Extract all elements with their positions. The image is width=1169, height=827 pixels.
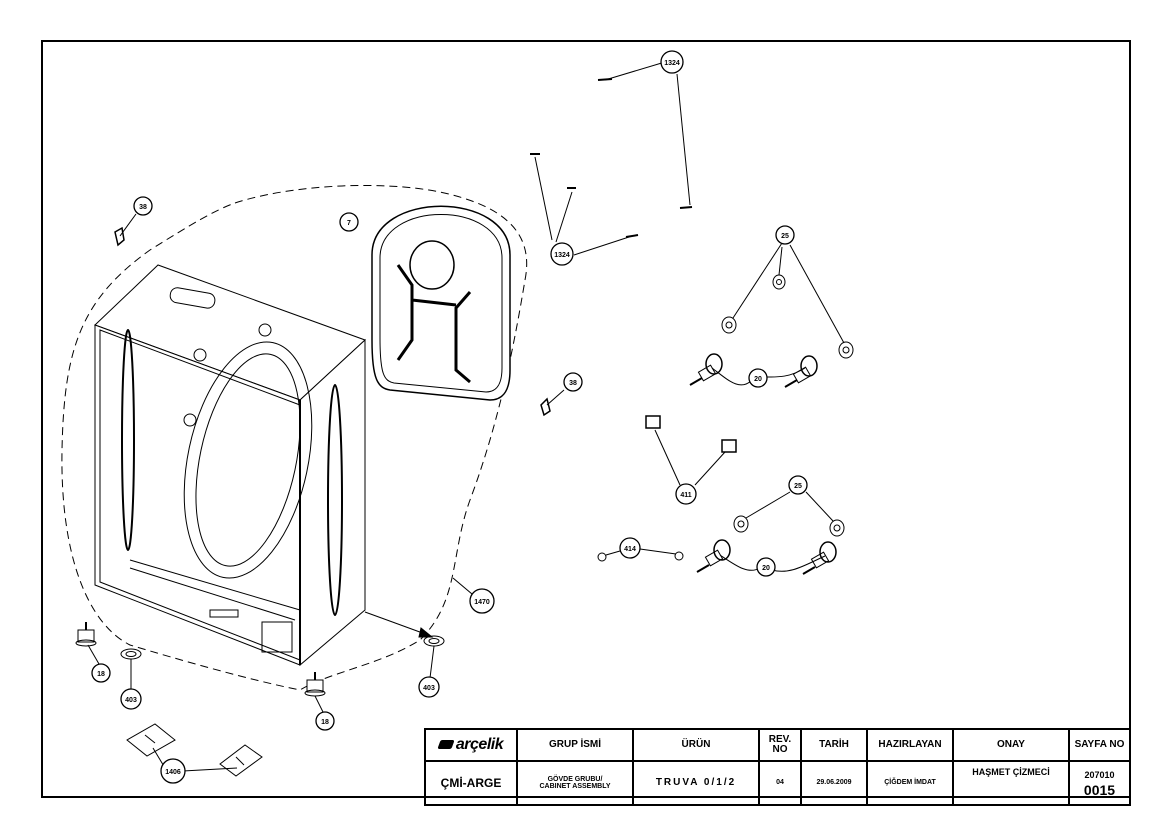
- feet-18: [75, 622, 326, 697]
- header-prepared-by: HAZIRLAYAN: [866, 728, 954, 762]
- caps-25-lower: [733, 515, 845, 537]
- callout-1406: 1406: [160, 758, 186, 784]
- product-value: TRUVA 0/1/2: [632, 760, 760, 806]
- title-block: arçelik GRUP İSMİ ÜRÜN REV.NO TARİH HAZI…: [424, 728, 1131, 806]
- svg-text:38: 38: [139, 204, 147, 211]
- caps-25-upper: [721, 274, 854, 359]
- clips-411: [645, 415, 737, 453]
- bracket-38-right: [540, 397, 551, 417]
- brand-logo: arçelik: [424, 728, 518, 762]
- svg-text:20: 20: [754, 376, 762, 383]
- callout-25-lower: 25: [788, 475, 808, 495]
- svg-text:18: 18: [321, 719, 329, 726]
- header-approval: ONAY: [952, 728, 1070, 762]
- department: ÇMİ-ARGE: [424, 760, 518, 806]
- header-product: ÜRÜN: [632, 728, 760, 762]
- callout-18-right: 18: [315, 711, 335, 731]
- callout-25-upper: 25: [775, 225, 795, 245]
- callout-403-left: 403: [120, 688, 142, 710]
- logo-mark-icon: [437, 739, 455, 749]
- bracket-38-left: [114, 226, 125, 247]
- group-name-value: GÖVDE GRUBU/CABINET ASSEMBLY: [516, 760, 634, 806]
- callout-38-left: 38: [133, 196, 153, 216]
- svg-text:7: 7: [347, 220, 351, 227]
- header-page-no: SAYFA NO: [1068, 728, 1131, 762]
- svg-text:403: 403: [125, 697, 137, 704]
- labels-1406: [126, 723, 263, 777]
- rear-panel: [371, 205, 511, 401]
- header-date: TARİH: [800, 728, 868, 762]
- dampers-20-upper: [689, 353, 818, 388]
- callout-1470: 1470: [469, 588, 495, 614]
- svg-text:20: 20: [762, 565, 770, 572]
- svg-text:414: 414: [624, 546, 636, 553]
- header-group-name: GRUP İSMİ: [516, 728, 634, 762]
- nuts-414: [597, 551, 684, 562]
- rev-value: 04: [758, 760, 802, 806]
- callout-20-lower: 20: [756, 557, 776, 577]
- cabinet-body: [94, 264, 366, 667]
- approval-value: HAŞMET ÇİZMECİ: [952, 760, 1070, 806]
- callout-403-right: 403: [418, 676, 440, 698]
- screws-1324: [530, 78, 693, 238]
- callout-18-left: 18: [91, 663, 111, 683]
- svg-text:411: 411: [680, 492, 691, 499]
- page-no-value: 207010 0015: [1068, 760, 1131, 806]
- date-value: 29.06.2009: [800, 760, 868, 806]
- svg-text:1324: 1324: [664, 60, 680, 67]
- svg-text:38: 38: [569, 380, 577, 387]
- svg-text:1324: 1324: [554, 252, 570, 259]
- header-rev: REV.NO: [758, 728, 802, 762]
- callout-38-right: 38: [563, 372, 583, 392]
- callout-414: 414: [619, 537, 641, 559]
- svg-text:403: 403: [423, 685, 435, 692]
- callout-20-upper: 20: [748, 368, 768, 388]
- prepared-by-value: ÇİĞDEM İMDAT: [866, 760, 954, 806]
- assembly-boundary: [61, 185, 528, 691]
- callout-7: 7: [339, 212, 359, 232]
- callout-1324-mid: 1324: [550, 242, 574, 266]
- svg-text:1470: 1470: [474, 599, 490, 606]
- svg-text:1406: 1406: [165, 769, 181, 776]
- svg-text:25: 25: [794, 483, 802, 490]
- svg-text:18: 18: [97, 671, 105, 678]
- callout-1324-top: 1324: [660, 50, 684, 74]
- callout-411: 411: [675, 483, 697, 505]
- svg-text:25: 25: [781, 233, 789, 240]
